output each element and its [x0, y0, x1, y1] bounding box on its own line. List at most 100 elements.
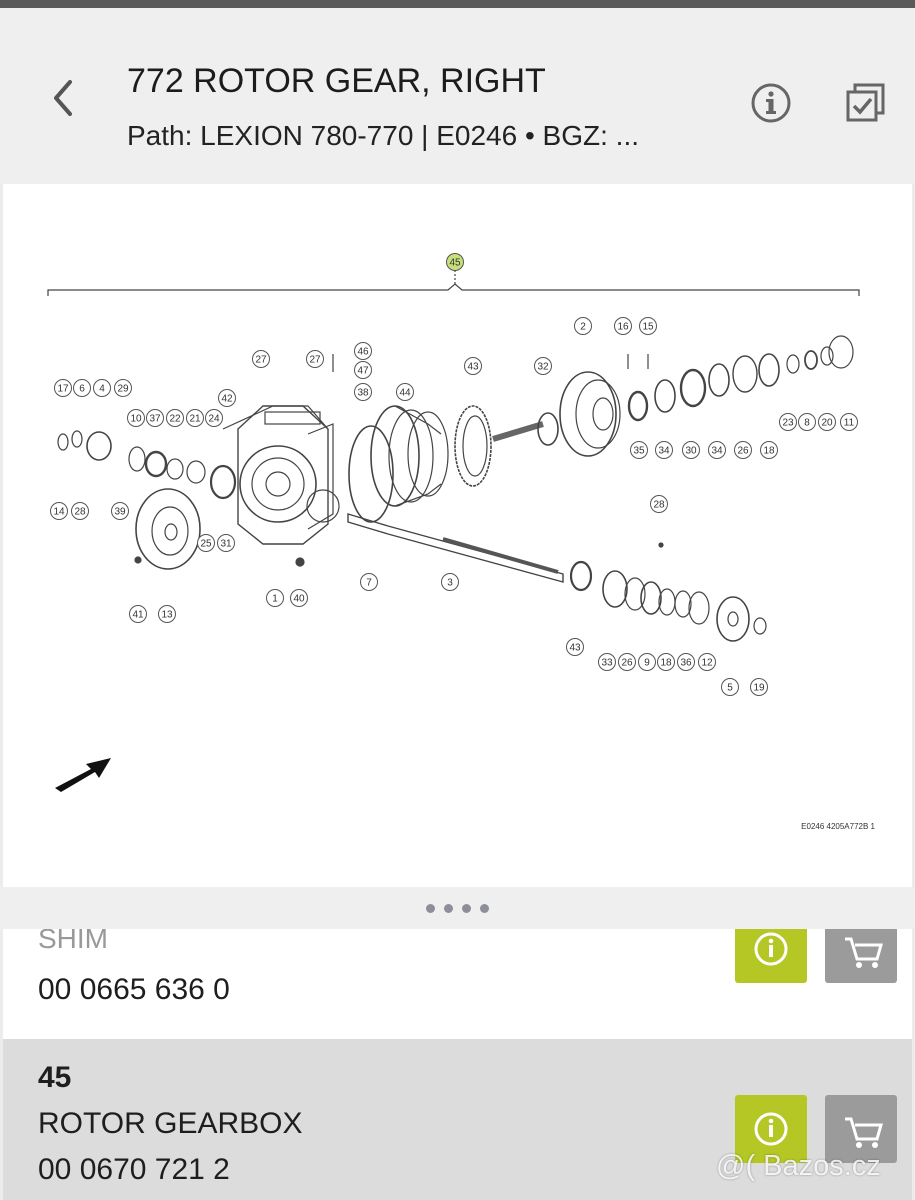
callout-8[interactable]: 8 — [798, 413, 816, 431]
callout-label: 23 — [782, 418, 794, 429]
callout-label: 5 — [727, 683, 733, 694]
callout-17[interactable]: 17 — [54, 379, 72, 397]
callout-label: 3 — [447, 578, 453, 589]
callout-label: 33 — [601, 658, 613, 669]
callout-10[interactable]: 10 — [127, 409, 145, 427]
callout-label: 6 — [79, 384, 85, 395]
callout-29[interactable]: 29 — [114, 379, 132, 397]
callout-23[interactable]: 23 — [779, 413, 797, 431]
callout-39[interactable]: 39 — [111, 502, 129, 520]
page-title: 772 ROTOR GEAR, RIGHT — [127, 62, 546, 100]
callout-18[interactable]: 18 — [760, 441, 778, 459]
callout-37[interactable]: 37 — [146, 409, 164, 427]
callout-label: 24 — [208, 414, 220, 425]
callout-label: 37 — [149, 414, 161, 425]
callout-25[interactable]: 25 — [197, 534, 215, 552]
callout-34[interactable]: 34 — [708, 441, 726, 459]
part-row-rotor-gearbox[interactable]: 45 ROTOR GEARBOX 00 0670 721 2 — [3, 1039, 912, 1200]
callout-label: 43 — [467, 362, 479, 373]
callout-45[interactable]: 45 — [446, 253, 464, 271]
callout-43[interactable]: 43 — [464, 357, 482, 375]
callout-11[interactable]: 11 — [840, 413, 858, 431]
callout-label: 8 — [804, 418, 810, 429]
callout-26[interactable]: 26 — [734, 441, 752, 459]
callout-label: 26 — [621, 658, 633, 669]
callout-35[interactable]: 35 — [630, 441, 648, 459]
callout-1[interactable]: 1 — [266, 589, 284, 607]
breadcrumb-path: Path: LEXION 780-770 | E0246 • BGZ: ... — [127, 120, 640, 151]
callout-label: 1 — [272, 594, 278, 605]
callout-label: 40 — [293, 594, 305, 605]
callout-label: 12 — [701, 658, 713, 669]
add-to-cart-button[interactable] — [825, 929, 897, 983]
callout-24[interactable]: 24 — [205, 409, 223, 427]
part-row-shim[interactable]: SHIM 00 0665 636 0 — [3, 929, 912, 1039]
callout-28[interactable]: 28 — [650, 495, 668, 513]
pager-dot[interactable] — [444, 903, 453, 913]
callout-6[interactable]: 6 — [73, 379, 91, 397]
callout-32[interactable]: 32 — [534, 357, 552, 375]
callout-18[interactable]: 18 — [657, 653, 675, 671]
callout-31[interactable]: 31 — [217, 534, 235, 552]
callout-4[interactable]: 4 — [93, 379, 111, 397]
callout-label: 30 — [685, 446, 697, 457]
callout-label: 25 — [200, 539, 212, 550]
app-header: 772 ROTOR GEAR, RIGHT Path: LEXION 780-7… — [0, 8, 915, 184]
callout-42[interactable]: 42 — [218, 389, 236, 407]
callout-2[interactable]: 2 — [574, 317, 592, 335]
callout-44[interactable]: 44 — [396, 383, 414, 401]
callout-9[interactable]: 9 — [638, 653, 656, 671]
part-number: 00 0665 636 0 — [38, 973, 230, 1006]
pager-dot[interactable] — [480, 903, 489, 913]
callout-14[interactable]: 14 — [50, 502, 68, 520]
callout-26[interactable]: 26 — [618, 653, 636, 671]
callout-12[interactable]: 12 — [698, 653, 716, 671]
callout-5[interactable]: 5 — [721, 678, 739, 696]
callout-13[interactable]: 13 — [158, 605, 176, 623]
checklist-icon[interactable] — [843, 80, 889, 126]
pager-dot[interactable] — [462, 903, 471, 913]
callout-7[interactable]: 7 — [360, 573, 378, 591]
callout-22[interactable]: 22 — [166, 409, 184, 427]
callout-label: 29 — [117, 384, 129, 395]
callout-40[interactable]: 40 — [290, 589, 308, 607]
callout-43[interactable]: 43 — [566, 638, 584, 656]
callout-38[interactable]: 38 — [354, 383, 372, 401]
pager-dot[interactable] — [426, 903, 435, 913]
callout-label: 46 — [357, 347, 369, 358]
callout-27[interactable]: 27 — [252, 350, 270, 368]
callout-label: 38 — [357, 388, 369, 399]
add-to-cart-button[interactable] — [825, 1095, 897, 1163]
chevron-left-icon[interactable] — [44, 76, 84, 120]
callout-label: 42 — [221, 394, 233, 405]
callout-label: 44 — [399, 388, 411, 399]
callout-30[interactable]: 30 — [682, 441, 700, 459]
callout-label: 31 — [220, 539, 232, 550]
callout-20[interactable]: 20 — [818, 413, 836, 431]
callout-46[interactable]: 46 — [354, 342, 372, 360]
callout-3[interactable]: 3 — [441, 573, 459, 591]
callout-label: 7 — [366, 578, 372, 589]
callout-47[interactable]: 47 — [354, 361, 372, 379]
callout-21[interactable]: 21 — [186, 409, 204, 427]
info-button[interactable] — [735, 1095, 807, 1163]
callout-34[interactable]: 34 — [655, 441, 673, 459]
callout-27[interactable]: 27 — [306, 350, 324, 368]
callout-label: 14 — [53, 507, 65, 518]
callout-label: 47 — [357, 366, 369, 377]
callout-15[interactable]: 15 — [639, 317, 657, 335]
callout-label: 34 — [658, 446, 670, 457]
info-button[interactable] — [735, 929, 807, 983]
direction-arrow — [55, 758, 111, 792]
pager-dots[interactable] — [0, 887, 915, 929]
callout-label: 41 — [132, 610, 144, 621]
callout-16[interactable]: 16 — [614, 317, 632, 335]
callout-33[interactable]: 33 — [598, 653, 616, 671]
callout-28[interactable]: 28 — [71, 502, 89, 520]
callout-36[interactable]: 36 — [677, 653, 695, 671]
callout-label: 35 — [633, 446, 645, 457]
callout-19[interactable]: 19 — [750, 678, 768, 696]
callout-41[interactable]: 41 — [129, 605, 147, 623]
info-circle-icon[interactable] — [748, 80, 794, 126]
